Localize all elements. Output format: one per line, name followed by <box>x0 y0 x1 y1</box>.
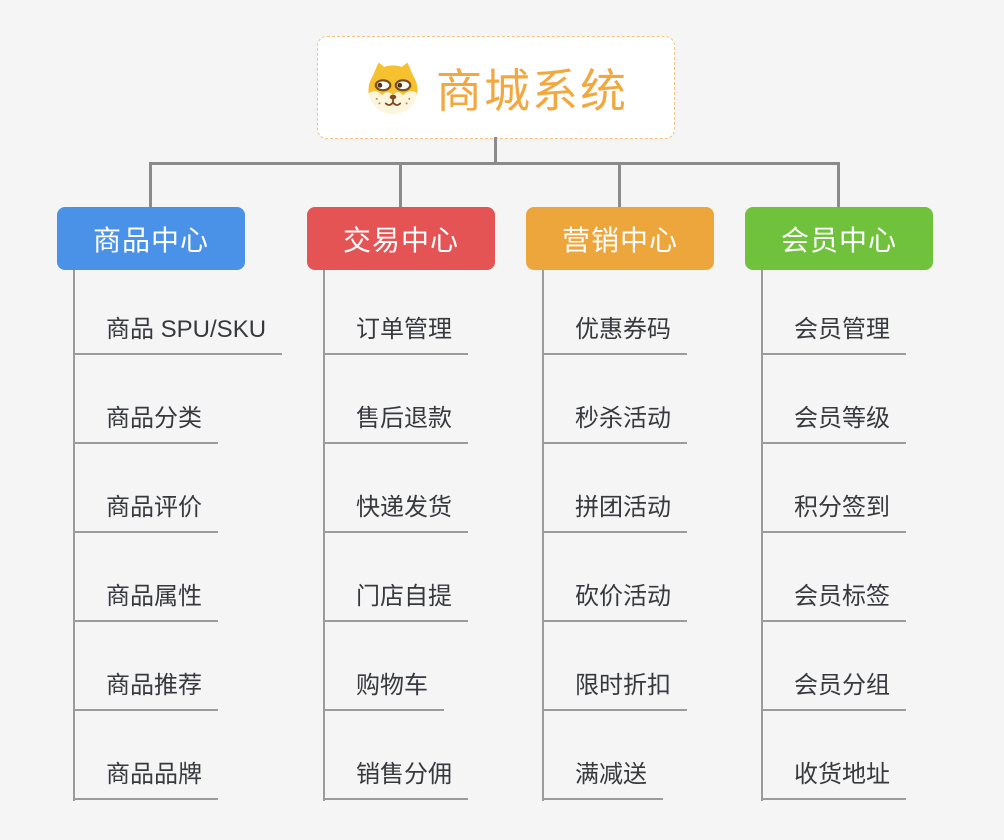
branch-trunk-line <box>761 270 763 801</box>
branch-label: 商品中心 <box>92 224 209 256</box>
leaf-node[interactable]: 满减送 <box>542 759 663 800</box>
leaf-node[interactable]: 会员管理 <box>761 314 906 355</box>
leaf-node[interactable]: 购物车 <box>323 670 444 711</box>
branch-trunk-line <box>73 270 75 801</box>
branch-node[interactable]: 交易中心 <box>307 207 495 270</box>
leaf-node[interactable]: 限时折扣 <box>542 670 687 711</box>
branch-trunk-line <box>542 270 544 801</box>
branch-trunk-line <box>323 270 325 801</box>
leaf-node[interactable]: 商品推荐 <box>73 670 218 711</box>
connector-root-stub <box>494 137 497 163</box>
connector-branch-stub <box>399 162 402 208</box>
leaf-node[interactable]: 销售分佣 <box>323 759 468 800</box>
leaf-node[interactable]: 商品品牌 <box>73 759 218 800</box>
leaf-node[interactable]: 商品属性 <box>73 581 218 622</box>
leaf-node[interactable]: 商品分类 <box>73 403 218 444</box>
leaf-node[interactable]: 会员标签 <box>761 581 906 622</box>
leaf-node[interactable]: 会员分组 <box>761 670 906 711</box>
branch-label: 营销中心 <box>561 224 678 256</box>
leaf-node[interactable]: 优惠券码 <box>542 314 687 355</box>
root-node[interactable]: 商城系统 <box>317 36 675 139</box>
connector-branch-stub <box>837 162 840 208</box>
leaf-node[interactable]: 门店自提 <box>323 581 468 622</box>
leaf-node[interactable]: 收货地址 <box>761 759 906 800</box>
branch-node[interactable]: 营销中心 <box>526 207 714 270</box>
leaf-node[interactable]: 快递发货 <box>323 492 468 533</box>
connector-branch-stub <box>149 162 152 208</box>
connector-horizontal-bar <box>149 162 839 165</box>
branch-column: 商品中心 商品 SPU/SKU 商品分类商品评价商品属性商品推荐商品品牌 <box>57 207 297 807</box>
leaf-node[interactable]: 售后退款 <box>323 403 468 444</box>
dog-face-icon <box>364 59 422 117</box>
branch-column: 营销中心 优惠券码秒杀活动拼团活动砍价活动限时折扣满减送 <box>526 207 766 807</box>
leaf-node[interactable]: 会员等级 <box>761 403 906 444</box>
leaf-node[interactable]: 商品评价 <box>73 492 218 533</box>
branch-label: 会员中心 <box>780 224 897 256</box>
root-title: 商城系统 <box>436 64 628 117</box>
branch-label: 交易中心 <box>342 224 459 256</box>
branch-column: 会员中心 会员管理会员等级积分签到会员标签会员分组收货地址 <box>745 207 985 807</box>
leaf-node[interactable]: 砍价活动 <box>542 581 687 622</box>
branch-column: 交易中心 订单管理售后退款快递发货门店自提购物车销售分佣 <box>307 207 547 807</box>
leaf-node[interactable]: 商品 SPU/SKU <box>73 314 283 355</box>
leaf-node[interactable]: 拼团活动 <box>542 492 687 533</box>
branch-node[interactable]: 商品中心 <box>57 207 245 270</box>
leaf-node[interactable]: 订单管理 <box>323 314 468 355</box>
leaf-node[interactable]: 秒杀活动 <box>542 403 687 444</box>
branch-node[interactable]: 会员中心 <box>745 207 933 270</box>
connector-branch-stub <box>618 162 621 208</box>
leaf-node[interactable]: 积分签到 <box>761 492 906 533</box>
